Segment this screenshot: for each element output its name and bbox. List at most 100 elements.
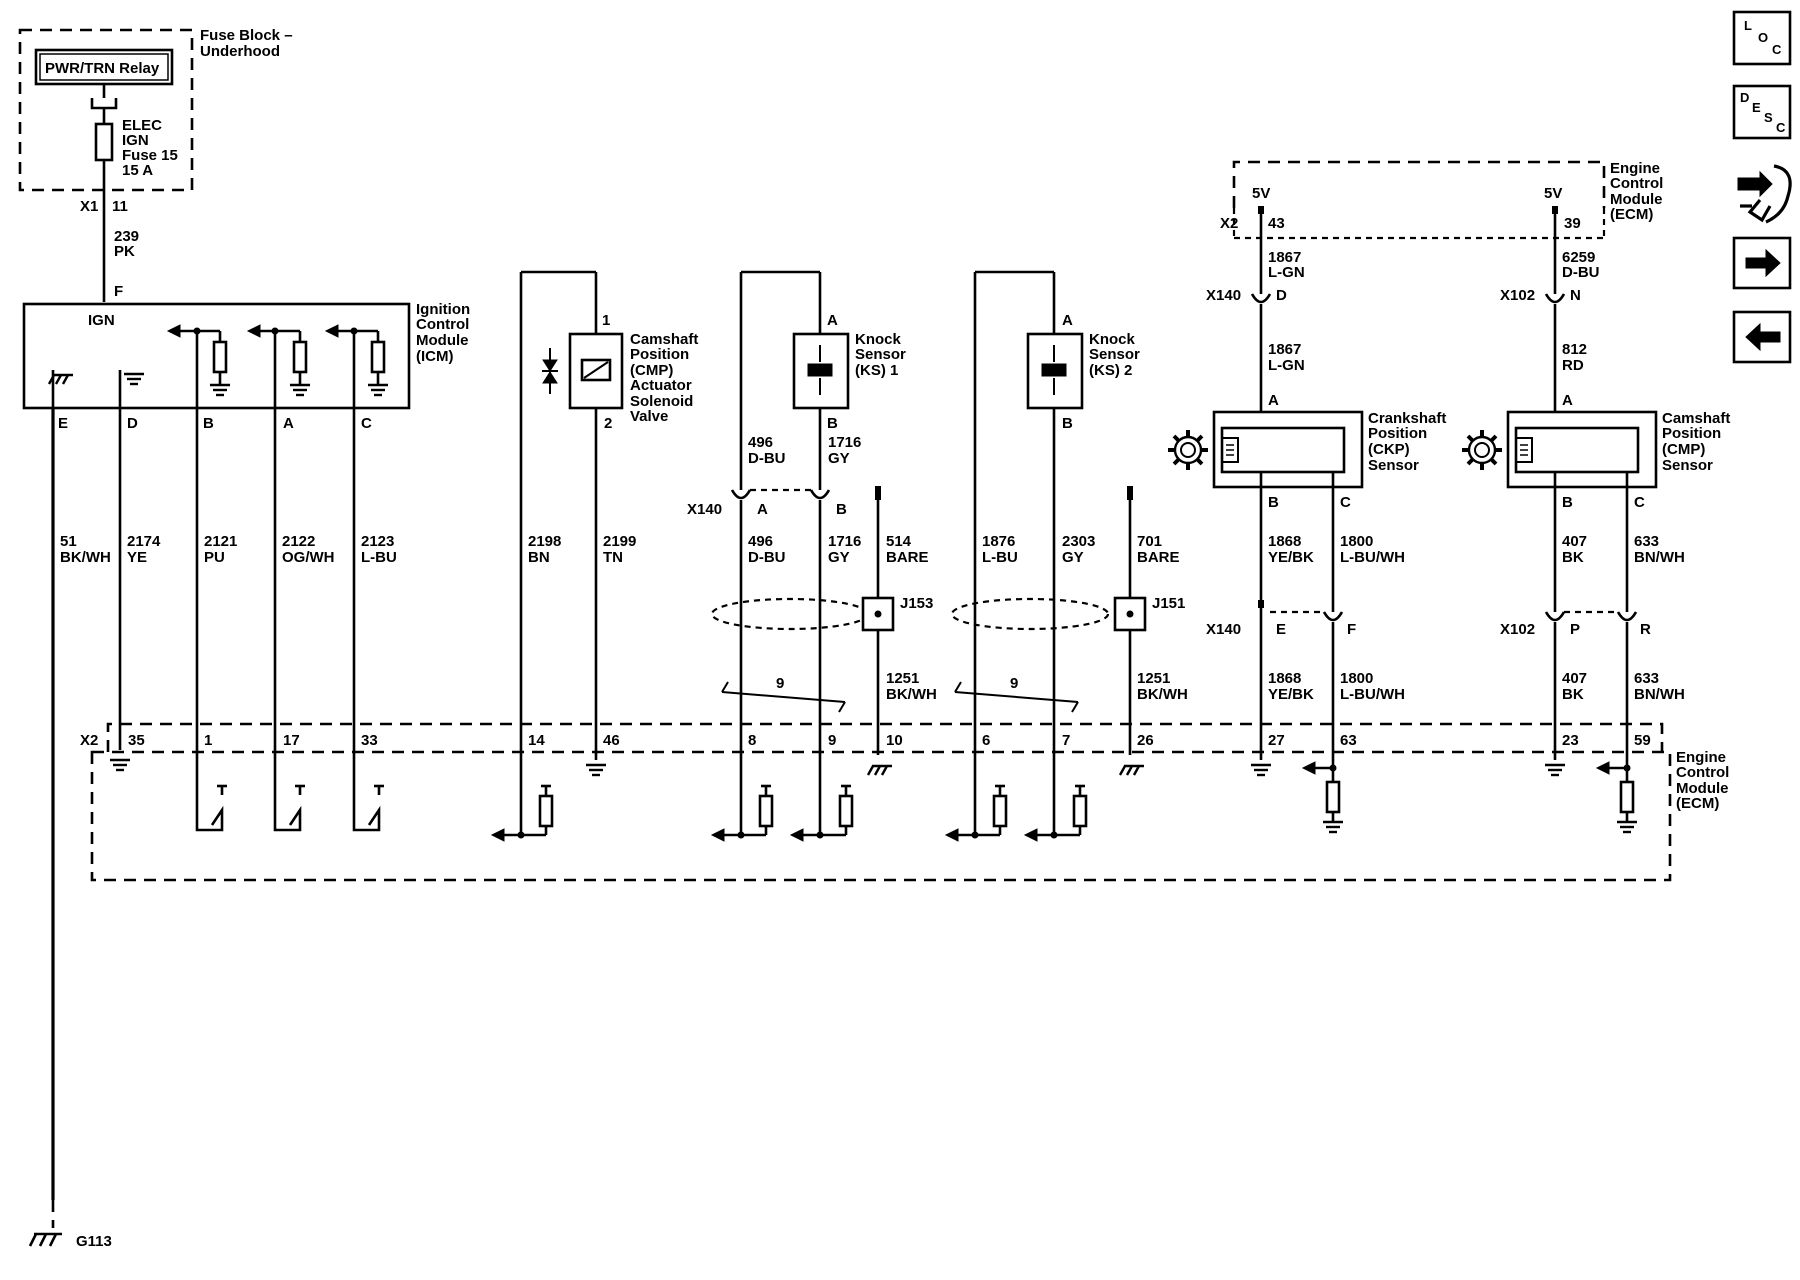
svg-text:X2: X2 — [80, 732, 98, 749]
svg-text:2: 2 — [604, 415, 612, 432]
svg-text:Actuator: Actuator — [630, 377, 692, 394]
icm-title: Ignition — [416, 301, 470, 318]
svg-text:(ECM): (ECM) — [1676, 795, 1719, 812]
pwr-trn-relay-label: PWR/TRN Relay — [45, 60, 160, 77]
svg-text:1716: 1716 — [828, 434, 861, 451]
svg-text:R: R — [1640, 621, 1651, 638]
svg-text:1251: 1251 — [1137, 670, 1170, 687]
svg-text:Fuse 15: Fuse 15 — [122, 147, 178, 164]
svg-text:496: 496 — [748, 533, 773, 550]
next-page-button[interactable] — [1732, 236, 1792, 290]
svg-text:43: 43 — [1268, 215, 1285, 232]
svg-text:812: 812 — [1562, 341, 1587, 358]
svg-text:27: 27 — [1268, 732, 1285, 749]
ecm-top: Engine Control Module (ECM) 5V 5V X2 43 … — [1220, 160, 1663, 240]
svg-text:YE/BK: YE/BK — [1268, 686, 1314, 703]
svg-text:X140: X140 — [1206, 287, 1241, 304]
svg-text:Crankshaft: Crankshaft — [1368, 410, 1446, 427]
knock-sensor-2: A B Knock Sensor (KS) 2 1876 L-BU 2303 G… — [950, 270, 1188, 835]
svg-text:PK: PK — [114, 243, 135, 260]
svg-text:D: D — [1740, 90, 1749, 105]
connector-x102-n — [1544, 292, 1566, 304]
connector-tool-icon[interactable] — [1737, 164, 1792, 224]
svg-text:Sensor: Sensor — [855, 346, 906, 363]
svg-text:BN: BN — [528, 549, 550, 566]
svg-text:1800: 1800 — [1340, 533, 1373, 550]
svg-text:46: 46 — [603, 732, 620, 749]
svg-text:IGN: IGN — [88, 312, 115, 329]
svg-text:8: 8 — [748, 732, 756, 749]
fuse-block: Fuse Block – Underhood PWR/TRN Relay ELE… — [18, 27, 293, 302]
svg-text:YE: YE — [127, 549, 147, 566]
chassis-ground-icon — [866, 764, 894, 777]
svg-text:Engine: Engine — [1676, 749, 1726, 766]
svg-text:ELEC: ELEC — [122, 117, 162, 134]
crankshaft-position-sensor: 1867 L-GN X140 D 1867 L-GN A — [1168, 206, 1446, 810]
arrow-left-icon — [1745, 322, 1781, 352]
svg-text:C: C — [1340, 494, 1351, 511]
svg-text:1868: 1868 — [1268, 670, 1301, 687]
ignition-control-module: Ignition Control Module (ICM) IGN — [22, 301, 470, 432]
svg-text:1868: 1868 — [1268, 533, 1301, 550]
svg-text:(KS) 2: (KS) 2 — [1089, 362, 1132, 379]
gear-icon — [1168, 430, 1208, 470]
gear-icon — [1462, 430, 1502, 470]
svg-text:59: 59 — [1634, 732, 1651, 749]
previous-page-button[interactable] — [1732, 310, 1792, 364]
svg-text:2303: 2303 — [1062, 533, 1095, 550]
svg-text:S: S — [1764, 110, 1773, 125]
svg-text:A: A — [757, 501, 768, 518]
svg-text:B: B — [836, 501, 847, 518]
svg-text:L-BU: L-BU — [982, 549, 1018, 566]
svg-text:407: 407 — [1562, 533, 1587, 550]
svg-text:A: A — [827, 312, 838, 329]
svg-text:E: E — [58, 415, 68, 432]
svg-text:1800: 1800 — [1340, 670, 1373, 687]
svg-text:2174: 2174 — [127, 533, 161, 550]
svg-text:701: 701 — [1137, 533, 1162, 550]
loc-button[interactable]: L O C — [1732, 10, 1792, 66]
desc-button[interactable]: D E S C — [1732, 84, 1792, 140]
svg-text:63: 63 — [1340, 732, 1357, 749]
svg-text:1716: 1716 — [828, 533, 861, 550]
svg-text:L: L — [1744, 18, 1752, 33]
arrow-right-icon — [1745, 248, 1781, 278]
svg-text:9: 9 — [828, 732, 836, 749]
svg-text:5V: 5V — [1544, 185, 1562, 202]
svg-text:2123: 2123 — [361, 533, 394, 550]
svg-text:L-BU: L-BU — [361, 549, 397, 566]
svg-text:E: E — [1276, 621, 1286, 638]
ecm-circuit-7 — [1023, 784, 1088, 842]
ecm-bottom: Engine Control Module (ECM) X2 35 1 17 3… — [80, 722, 1729, 882]
connector-x140-d — [1250, 292, 1272, 304]
svg-text:496: 496 — [748, 434, 773, 451]
svg-text:A: A — [1562, 392, 1573, 409]
ecm-circuit-14 — [490, 784, 554, 842]
svg-text:2122: 2122 — [282, 533, 315, 550]
svg-text:(ECM): (ECM) — [1610, 206, 1653, 223]
svg-text:Knock: Knock — [855, 331, 902, 348]
icm-circuit-b — [166, 324, 232, 408]
svg-text:26: 26 — [1137, 732, 1154, 749]
svg-text:10: 10 — [886, 732, 903, 749]
svg-text:D-BU: D-BU — [748, 549, 786, 566]
ground-icon — [1543, 763, 1567, 777]
svg-text:1: 1 — [602, 312, 610, 329]
svg-text:Module: Module — [1610, 191, 1663, 208]
ground-g113: G113 — [28, 1232, 112, 1250]
svg-text:(CMP): (CMP) — [630, 362, 673, 379]
ecm-switch-33 — [352, 750, 384, 832]
svg-text:Sensor: Sensor — [1089, 346, 1140, 363]
svg-text:9: 9 — [776, 675, 784, 692]
svg-text:B: B — [1268, 494, 1279, 511]
svg-text:Sensor: Sensor — [1368, 457, 1419, 474]
svg-text:B: B — [827, 415, 838, 432]
svg-text:A: A — [1268, 392, 1279, 409]
ecm-circuit-59 — [1595, 761, 1639, 834]
svg-text:X140: X140 — [687, 501, 722, 518]
svg-text:F: F — [1347, 621, 1356, 638]
svg-text:Valve: Valve — [630, 408, 668, 425]
svg-text:Engine: Engine — [1610, 160, 1660, 177]
ecm-switch-1 — [195, 750, 227, 832]
